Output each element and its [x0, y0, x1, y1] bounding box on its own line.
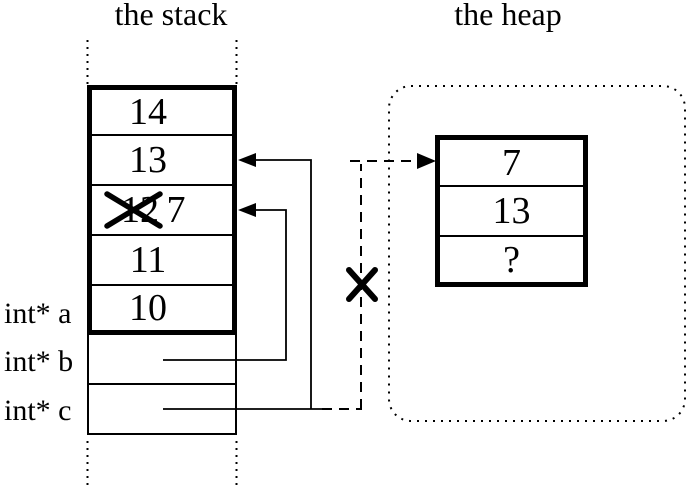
label-int-star-c: int* c: [4, 394, 72, 427]
stack-cell-14: 14: [92, 90, 232, 136]
stack-cell-10: 10: [92, 286, 232, 330]
heap-cell-unknown: ?: [440, 237, 583, 282]
stack-cell-old-value: 12: [121, 189, 159, 231]
stack-frame-box: 14 13 12 7 11 10: [87, 85, 237, 335]
stack-title: the stack: [114, 0, 228, 32]
stack-cell-13: 13: [92, 136, 232, 186]
pointer-c-line-vertical: [256, 159, 312, 409]
stack-cell-new-value: 7: [166, 189, 186, 231]
stack-slot-c: [87, 385, 237, 435]
stack-cell-value: 14: [129, 91, 167, 133]
dangling-pointer-arrowhead: [417, 153, 436, 169]
heap-cell-value: 7: [502, 141, 521, 184]
stack-cell-value: 11: [129, 239, 167, 281]
stack-cell-crossed-12-7: 12 7: [92, 186, 232, 236]
heap-cell-value: ?: [503, 238, 520, 281]
heap-cell-value: 13: [492, 190, 531, 232]
label-int-star-a: int* a: [4, 297, 72, 330]
heap-title: the heap: [454, 0, 562, 32]
pointer-c-arrowhead: [238, 153, 256, 167]
pointer-b-arrowhead: [238, 203, 256, 217]
stack-cell-value: 13: [129, 139, 167, 181]
heap-block-box: 7 13 ?: [435, 135, 588, 287]
heap-cell-13: 13: [440, 187, 583, 237]
heap-cell-7: 7: [440, 140, 583, 187]
stack-cell-11: 11: [92, 236, 232, 286]
stack-cell-value: 10: [129, 287, 167, 329]
stack-slot-b: [87, 335, 237, 385]
crossout-x-dangling-pointer: [346, 267, 378, 302]
label-int-star-b: int* b: [4, 345, 74, 378]
